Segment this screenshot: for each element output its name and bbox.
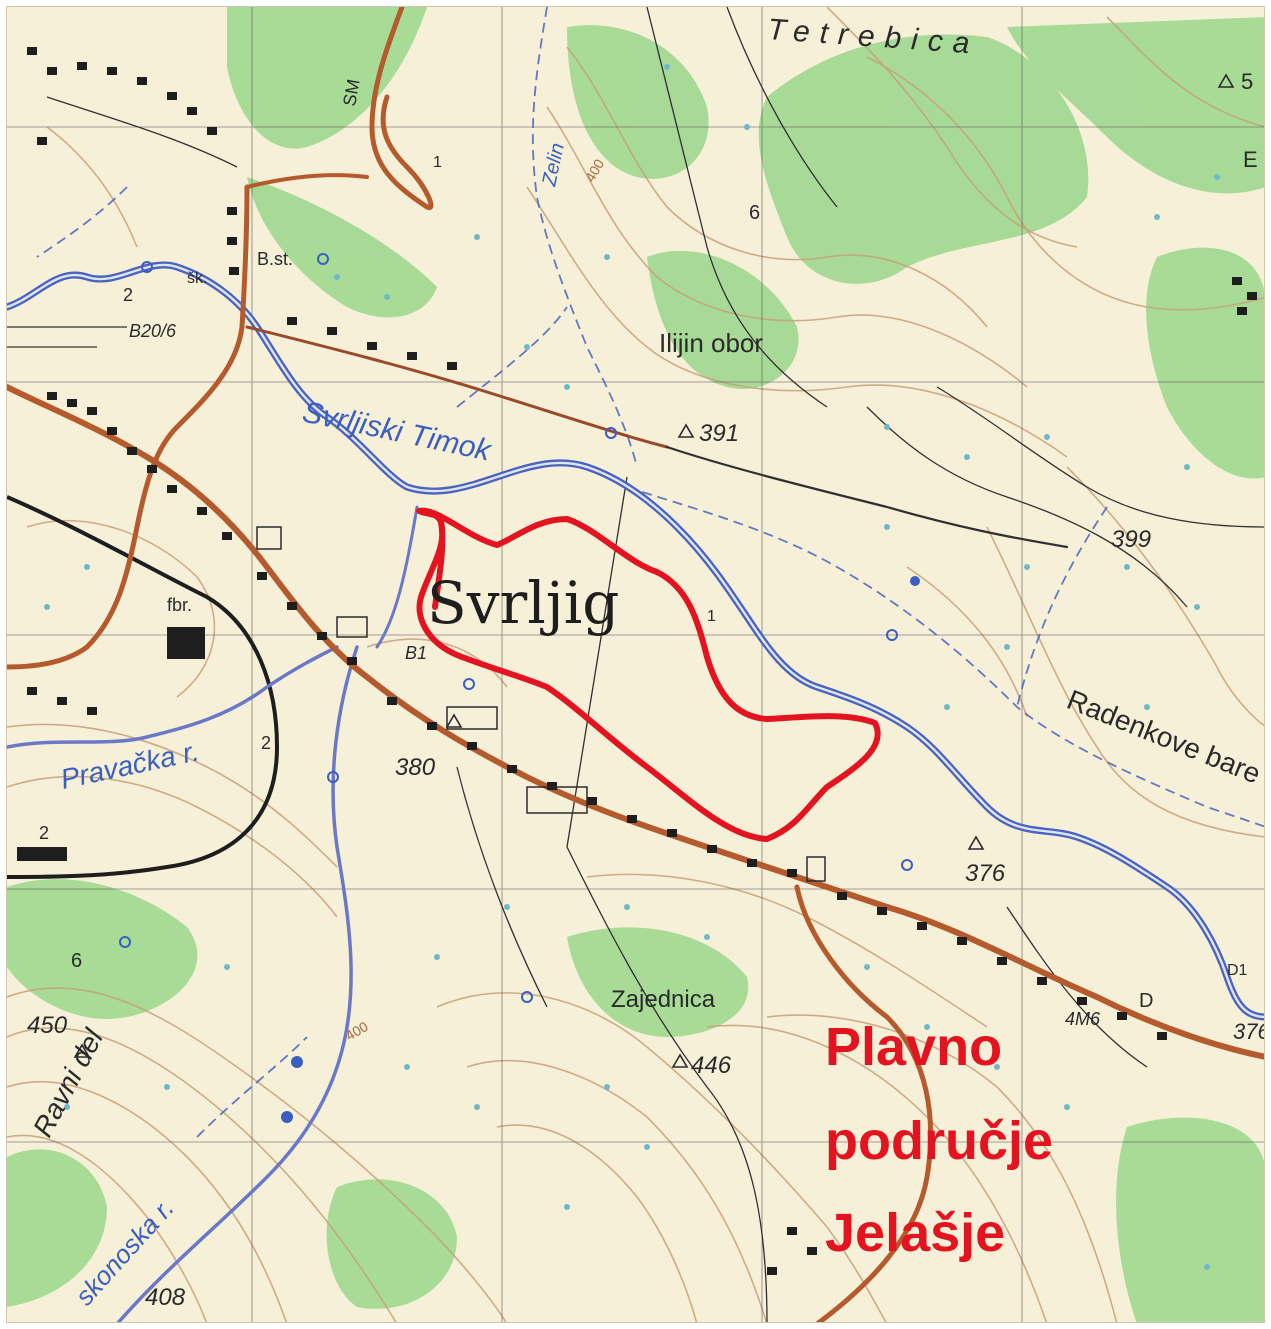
- road-east-straight: [245, 325, 669, 449]
- trig-380-icon: [445, 713, 463, 728]
- railway: [7, 495, 280, 879]
- label-ravni-del: Ravni del: [27, 1024, 110, 1142]
- label-zajednica: Zajednica: [611, 986, 716, 1013]
- forest-patch-sw: [7, 1149, 107, 1307]
- elevation-380: 380: [395, 754, 436, 781]
- vegetation-dots: [44, 64, 1220, 1270]
- forest-patch-se: [1116, 1117, 1264, 1322]
- label-five: 5: [1241, 69, 1253, 94]
- contour-label-400a: 400: [582, 156, 608, 184]
- road-number-6b: 6: [71, 950, 82, 972]
- road-north: [7, 184, 250, 670]
- spring-dots: [281, 576, 920, 1123]
- label-fbr: fbr.: [167, 595, 192, 615]
- road-number-2c: 2: [39, 823, 49, 843]
- forest-patch-zajednica: [567, 927, 749, 1037]
- label-b1: B1: [405, 643, 427, 663]
- forest-patch-south: [326, 1179, 457, 1309]
- map-frame[interactable]: Tetrebica 5 E Zelin SM B.st. šk. B20/6 I…: [6, 6, 1265, 1323]
- trig-points: [73, 73, 1235, 1068]
- road-number-1b: 1: [433, 154, 442, 171]
- road-northeast: [369, 7, 434, 211]
- label-svrljiski-timok: Svrljiski Timok: [300, 396, 496, 468]
- annotation-jelasje: Jelašje: [825, 1203, 1005, 1263]
- spring-markers: [119, 253, 913, 1003]
- elevation-376-edge: 376: [1233, 1019, 1265, 1044]
- label-e: E: [1243, 147, 1258, 172]
- label-b20-6: B20/6: [129, 321, 177, 341]
- map-canvas[interactable]: Tetrebica 5 E Zelin SM B.st. šk. B20/6 I…: [7, 7, 1265, 1323]
- contour-lines: [7, 7, 1264, 1322]
- road-south-branch: [794, 884, 934, 1322]
- rivers: [7, 261, 1264, 1322]
- forest-patch-ne: [758, 34, 1089, 284]
- annotation-podrucje: područje: [825, 1111, 1053, 1171]
- streams: [36, 7, 1264, 1138]
- annotation-plavno: Plavno: [825, 1017, 1002, 1077]
- label-svrljig: Svrljig: [427, 569, 619, 637]
- elevation-399: 399: [1111, 526, 1151, 553]
- flood-area-outline[interactable]: [416, 507, 881, 842]
- elevation-376: 376: [965, 860, 1006, 887]
- label-b-st: B.st.: [257, 249, 293, 269]
- elevation-446: 446: [691, 1052, 732, 1079]
- trig-391-icon: [677, 423, 695, 438]
- trig-450-icon: [73, 1043, 91, 1058]
- forest-patch-river: [247, 177, 437, 318]
- forest-patch-ne2: [1007, 17, 1264, 194]
- label-zelin: Zelin: [538, 141, 569, 189]
- label-m6: 4M6: [1065, 1009, 1101, 1029]
- label-pravacka: Pravačka r.: [58, 735, 202, 795]
- map-grid: [7, 7, 1264, 1322]
- label-sk: šk.: [187, 270, 207, 287]
- trig-376-icon: [967, 835, 985, 850]
- road-number-2a: 2: [123, 285, 133, 305]
- river-pravacka: [7, 645, 339, 749]
- label-d: D: [1139, 990, 1153, 1012]
- label-sm: SM: [339, 78, 363, 108]
- road-number-2b: 2: [261, 733, 271, 753]
- river-skonoska: [116, 645, 359, 1322]
- forest-patch-tetrebica: [567, 25, 709, 179]
- forest-patch-east: [1146, 247, 1264, 479]
- road-number-1a: 1: [707, 608, 716, 625]
- trig-5-icon: [1217, 73, 1235, 88]
- trig-446-icon: [671, 1053, 689, 1068]
- elevation-450: 450: [27, 1012, 68, 1039]
- label-ilijin-obor: Ilijin obor: [659, 328, 763, 358]
- elevation-391: 391: [699, 420, 739, 447]
- forest-patch-top: [227, 7, 427, 149]
- elevation-408: 408: [145, 1284, 186, 1311]
- label-d1: D1: [1227, 962, 1248, 979]
- forest-patch-ilijin: [647, 250, 799, 389]
- forest-patch-west: [7, 879, 198, 1019]
- road-number-6a: 6: [749, 202, 760, 224]
- forest-areas: [7, 7, 1264, 1322]
- label-radenkove-bare: Radenkove bare: [1063, 684, 1265, 790]
- buildings: [17, 47, 1257, 1275]
- tracks: [7, 7, 1264, 1322]
- building-outlines: [256, 526, 826, 882]
